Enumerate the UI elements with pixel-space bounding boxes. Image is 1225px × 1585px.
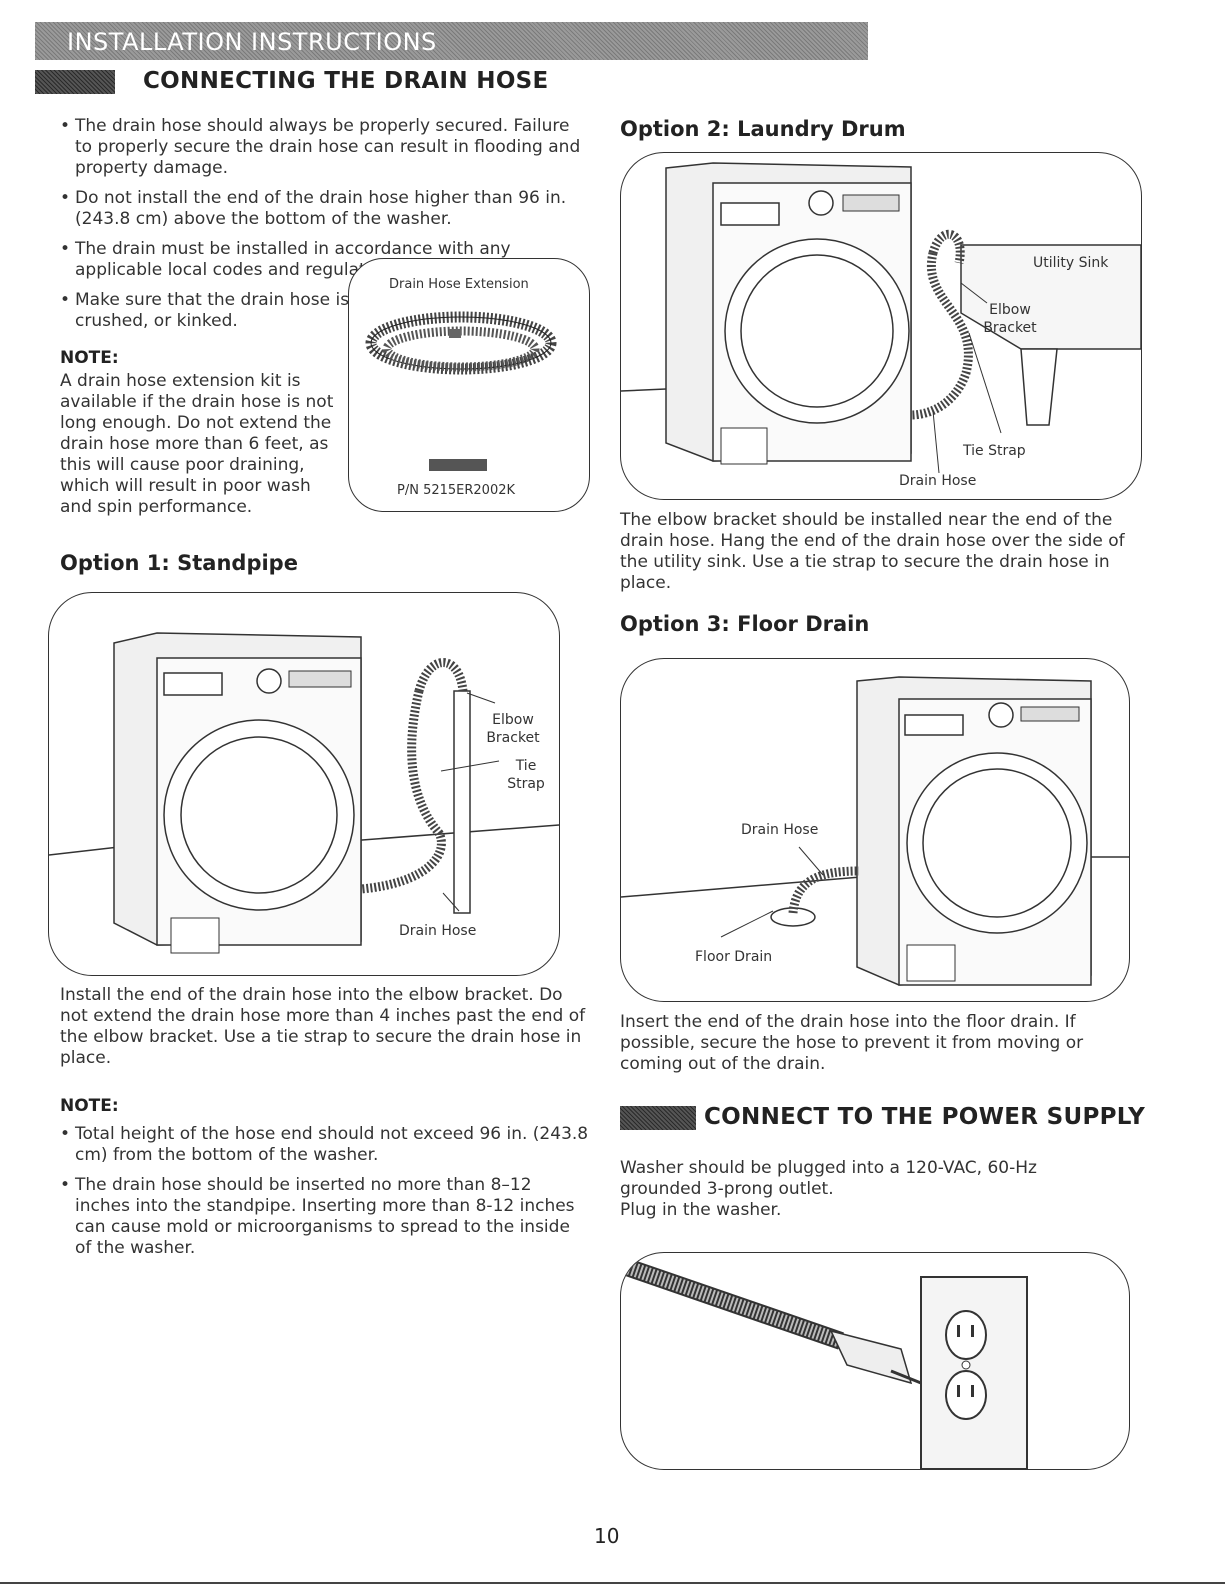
standpipe-illustration: Elbow Bracket Tie Strap Drain Hose [48, 592, 560, 976]
tie-strap-label: Tie Strap [963, 443, 1026, 459]
drain-hose-icon [360, 689, 446, 894]
extension-kit-illustration: Drain Hose Extension P/N 5215ER2002K [348, 258, 590, 512]
utility-sink-label: Utility Sink [1033, 255, 1109, 271]
drain-hose-label: Drain Hose [399, 923, 477, 939]
note-text: A drain hose extension kit is available … [60, 371, 334, 517]
option3-text: Insert the end of the drain hose into th… [620, 1012, 1084, 1074]
option3-title: Option 3: Floor Drain [620, 612, 870, 636]
note-label: NOTE: [60, 348, 119, 368]
wall-outlet-icon [920, 1276, 1028, 1469]
drain-hose-label: Drain Hose [899, 473, 977, 489]
section-marker [35, 70, 115, 94]
option1-title: Option 1: Standpipe [60, 551, 298, 575]
option1-note-bullets: Total height of the hose end should not … [60, 1124, 590, 1268]
option2-title: Option 2: Laundry Drum [620, 117, 906, 141]
washer-icon [856, 676, 1092, 986]
floor-drain-icon [770, 907, 816, 927]
section-marker [620, 1106, 696, 1130]
option1-text: Install the end of the drain hose into t… [60, 985, 586, 1068]
laundry-drum-illustration: Utility Sink Elbow Bracket Tie Strap Dra… [620, 152, 1142, 500]
standpipe-icon [453, 690, 471, 914]
drain-hose-label: Drain Hose [741, 822, 819, 838]
drain-hose-icon [910, 251, 973, 420]
floor-drain-label: Floor Drain [695, 949, 773, 965]
washer-icon [113, 632, 362, 954]
power-plug-illustration [620, 1252, 1130, 1470]
bullet-item: The drain must be installed in accordanc… [60, 239, 590, 281]
floor-drain-illustration: Drain Hose Floor Drain [620, 658, 1130, 1002]
note-bullet-item: Total height of the hose end should not … [60, 1124, 590, 1166]
option1-note-label: NOTE: [60, 1096, 119, 1116]
washer-icon [665, 162, 912, 465]
section-banner: INSTALLATION INSTRUCTIONS [35, 22, 868, 60]
power-section-title: CONNECT TO THE POWER SUPPLY [704, 1104, 1146, 1130]
power-text: Washer should be plugged into a 120-VAC,… [620, 1158, 1037, 1199]
power-text-2: Plug in the washer. [620, 1200, 782, 1220]
tie-strap-label: Tie Strap [507, 758, 545, 792]
plug-icon [829, 1329, 913, 1385]
elbow-bracket-label: Elbow Bracket [983, 302, 1037, 336]
bottom-rule [0, 1582, 1225, 1584]
drain-hose-icon [788, 866, 860, 914]
hose-coil-icon [365, 311, 557, 471]
bullet-item: Do not install the end of the drain hose… [60, 188, 590, 230]
drain-section-title: CONNECTING THE DRAIN HOSE [143, 68, 549, 94]
bullet-item: The drain hose should always be properly… [60, 116, 590, 179]
note-bullet-item: The drain hose should be inserted no mor… [60, 1175, 590, 1259]
elbow-bracket-label: Elbow Bracket [486, 712, 540, 746]
option2-text: The elbow bracket should be installed ne… [620, 510, 1125, 593]
extension-part-number: P/N 5215ER2002K [397, 483, 516, 498]
banner-title: INSTALLATION INSTRUCTIONS [67, 28, 437, 56]
extension-title: Drain Hose Extension [389, 277, 529, 292]
utility-sink-icon [960, 244, 1141, 350]
page-number: 10 [594, 1524, 620, 1548]
